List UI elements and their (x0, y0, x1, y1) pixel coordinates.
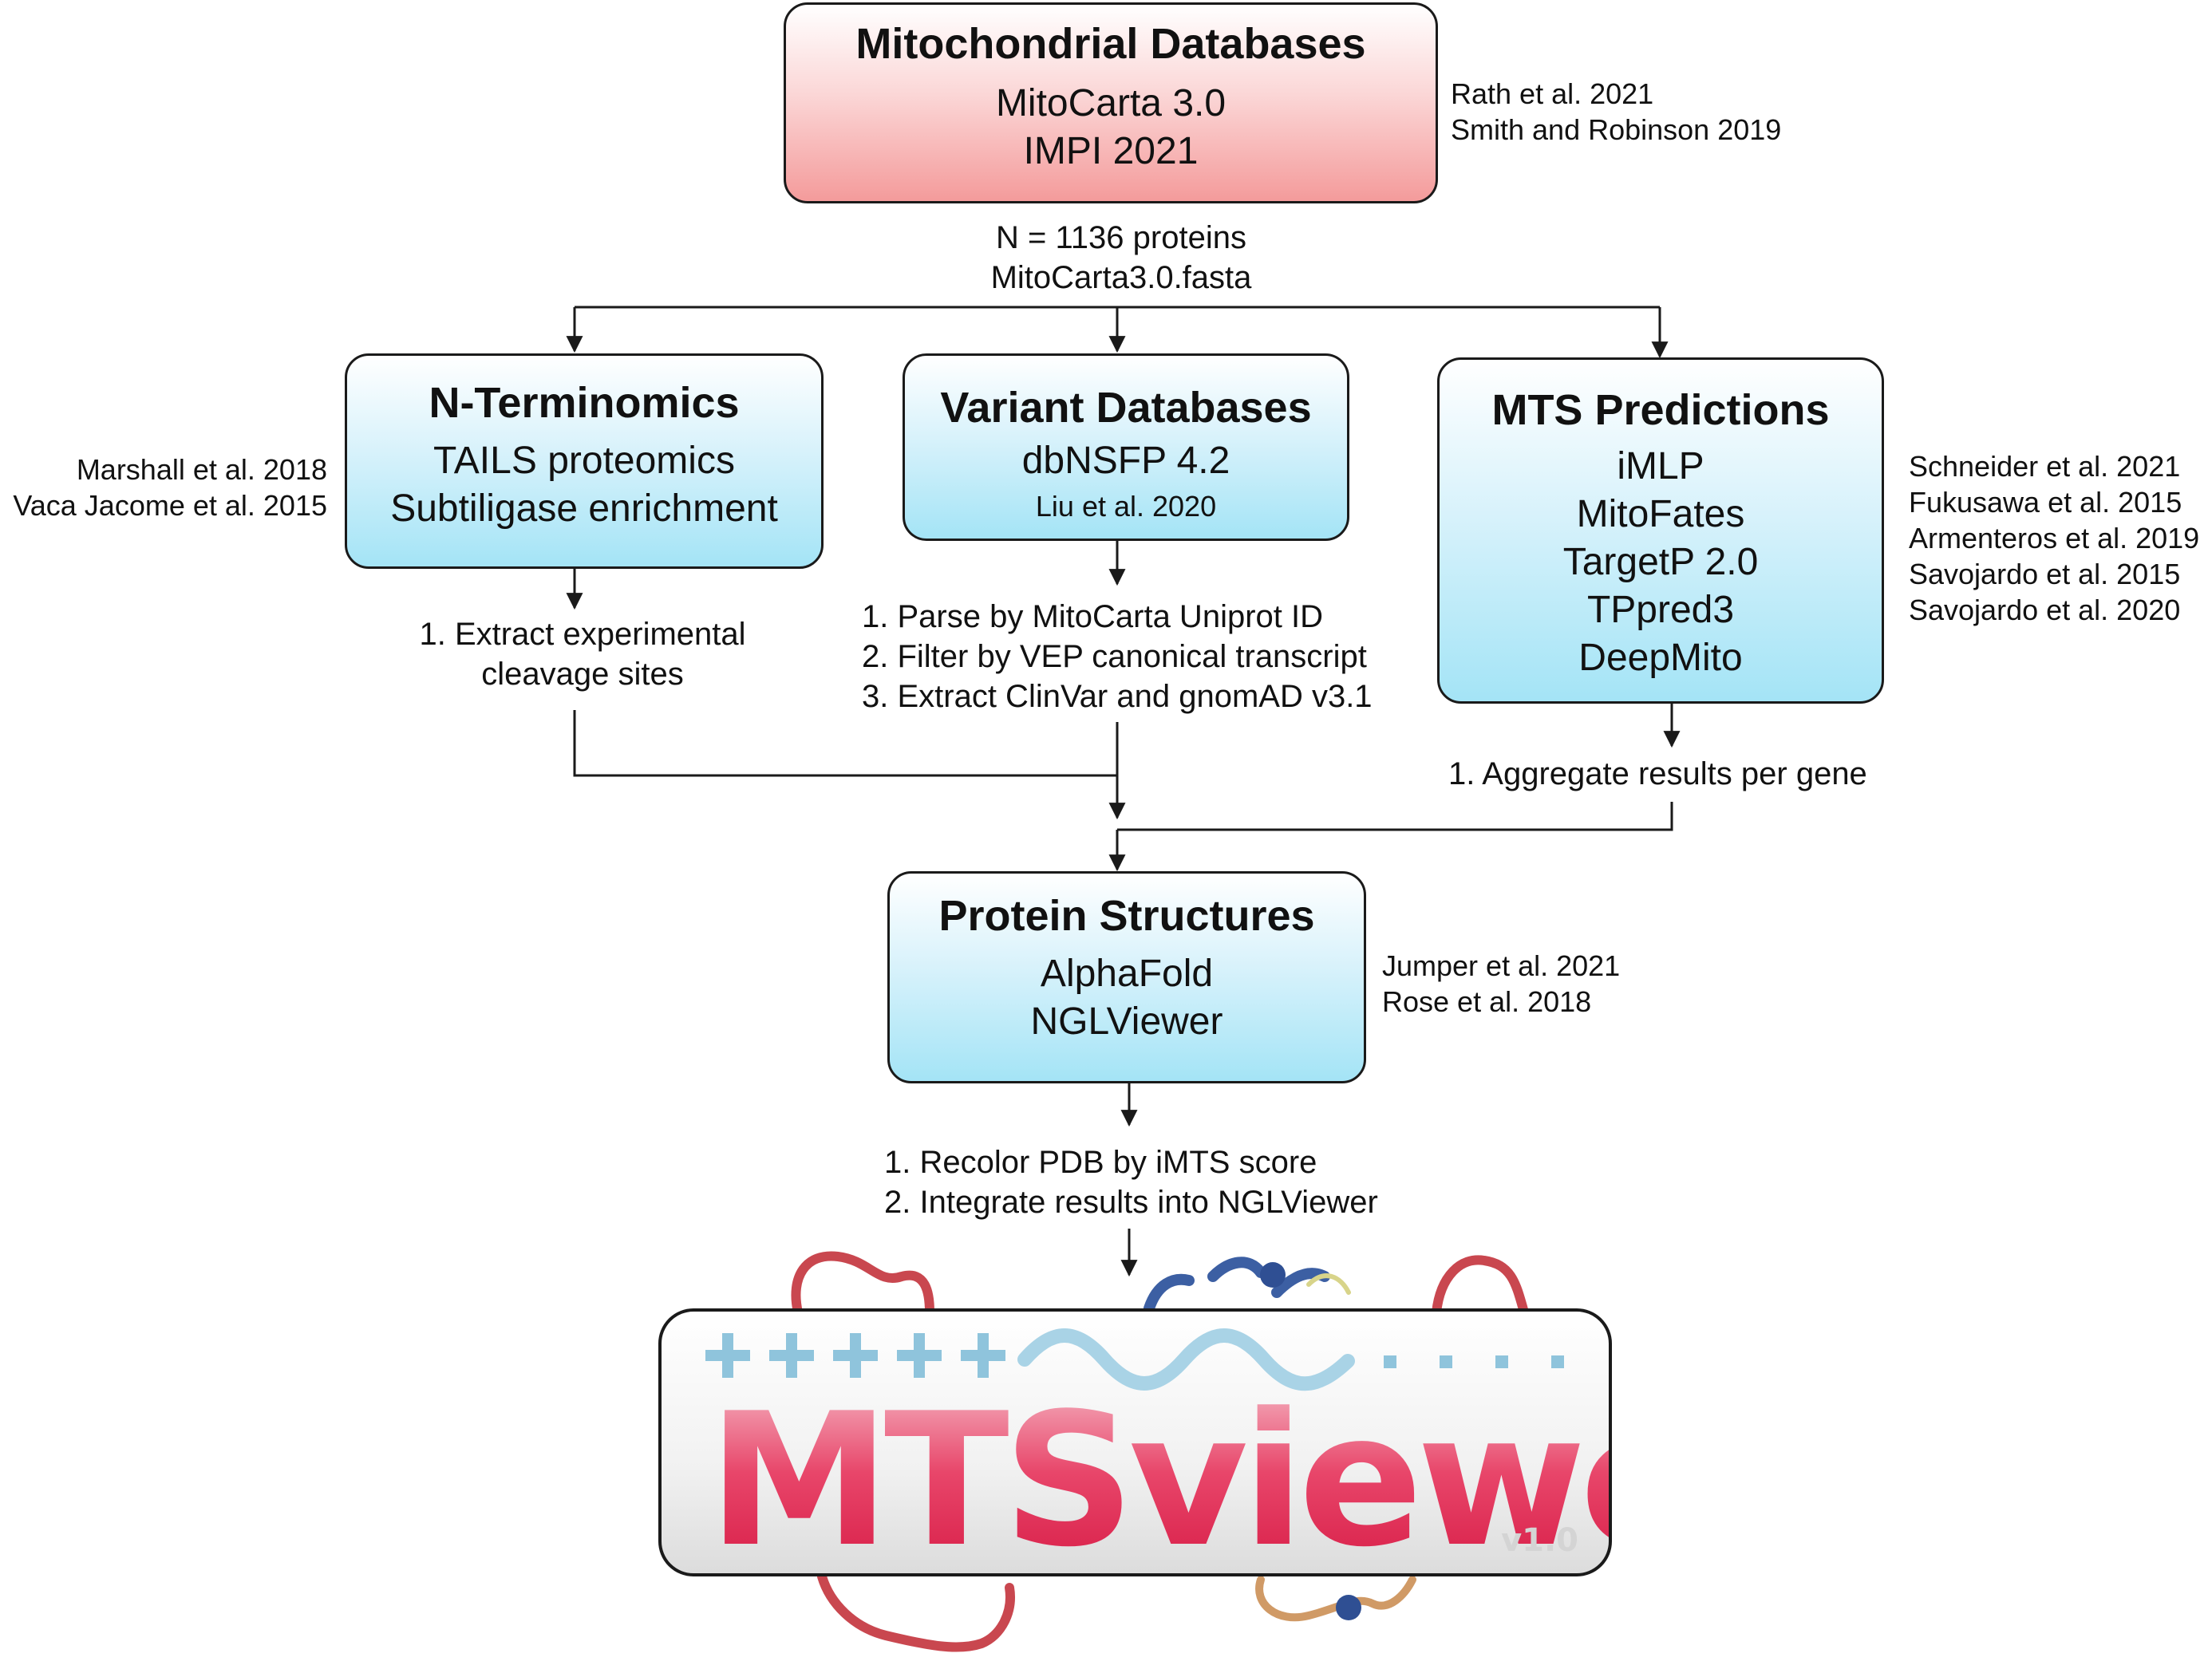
structures-citations: Jumper et al. 2021 Rose et al. 2018 (1382, 948, 1620, 1020)
mts-tool: MitoFates (1576, 493, 1745, 536)
mts-tool: TargetP 2.0 (1562, 541, 1759, 584)
mts-tool: DeepMito (1578, 637, 1743, 680)
step: 1. Parse by MitoCarta Uniprot ID (862, 599, 1323, 634)
ribbon-atom (1260, 1262, 1286, 1288)
fasta-file: MitoCarta3.0.fasta (990, 260, 1252, 295)
plus-icon (897, 1333, 942, 1378)
variant-databases-box: Variant Databases dbNSFP 4.2 Liu et al. … (903, 353, 1349, 541)
structures-item: AlphaFold (1040, 953, 1214, 996)
mts-citations: Schneider et al. 2021 Fukusawa et al. 20… (1909, 448, 2199, 628)
structures-steps: 1. Recolor PDB by iMTS score 2. Integrat… (884, 1142, 1378, 1222)
citation: Fukusawa et al. 2015 (1909, 486, 2182, 519)
input-note: N = 1136 proteins MitoCarta3.0.fasta (962, 218, 1281, 298)
dot-icon (1551, 1355, 1564, 1368)
ribbon-helix-top (1144, 1257, 1330, 1314)
citation: Savojardo et al. 2015 (1909, 558, 2181, 590)
dot-icon (1384, 1355, 1396, 1368)
databases-citations: Rath et al. 2021 Smith and Robinson 2019 (1451, 76, 1781, 148)
step: 1. Recolor PDB by iMTS score (884, 1145, 1317, 1180)
citation: Armenteros et al. 2019 (1909, 522, 2200, 554)
citation: Savojardo et al. 2020 (1909, 594, 2181, 626)
step: 1. Extract experimental (419, 617, 746, 652)
mts-merge-line (1117, 802, 1673, 831)
plus-icon (769, 1333, 814, 1378)
nterm-citations: Marshall et al. 2018 Vaca Jacome et al. … (0, 452, 327, 523)
variant-item: dbNSFP 4.2 (1021, 440, 1230, 483)
plus-icon (961, 1333, 1005, 1378)
ribbon-strand-bottom-left (817, 1572, 1015, 1652)
nterm-steps: 1. Extract experimental cleavage sites (367, 614, 798, 694)
ribbon-coil-top (1306, 1273, 1351, 1295)
databases-title: Mitochondrial Databases (855, 20, 1366, 68)
logo-decoration (705, 1328, 1564, 1391)
nterm-merge-line (573, 710, 1117, 777)
mts-predictions-box: MTS Predictions iMLP MitoFates TargetP 2… (1437, 357, 1884, 704)
logo-version: v1.0 (1501, 1522, 1578, 1559)
dot-icon (1495, 1355, 1508, 1368)
structures-item: NGLViewer (1030, 1000, 1223, 1044)
logo-wordmark: MTSviewer (708, 1390, 1609, 1573)
mtsviewer-logo: MTSviewer v1.0 (658, 1308, 1612, 1576)
mts-tool: TPpred3 (1586, 589, 1735, 632)
ribbon-strand-right (1432, 1255, 1529, 1317)
databases-item: MitoCarta 3.0 (995, 82, 1226, 125)
protein-structures-box: Protein Structures AlphaFold NGLViewer (887, 871, 1366, 1083)
protein-count: N = 1136 proteins (996, 220, 1246, 255)
databases-item: IMPI 2021 (1023, 130, 1199, 173)
variant-steps: 1. Parse by MitoCarta Uniprot ID 2. Filt… (862, 597, 1373, 716)
mts-tool: iMLP (1617, 445, 1704, 488)
step: 3. Extract ClinVar and gnomAD v3.1 (862, 679, 1373, 714)
step: 2. Filter by VEP canonical transcript (862, 639, 1367, 674)
variant-title: Variant Databases (940, 384, 1312, 432)
nterm-item: Subtiligase enrichment (390, 487, 778, 531)
ribbon-strand-bottom-right (1255, 1576, 1416, 1622)
citation: Smith and Robinson 2019 (1451, 113, 1782, 146)
mitochondrial-databases-box: Mitochondrial Databases MitoCarta 3.0 IM… (784, 2, 1438, 203)
wave-helix-icon (1017, 1328, 1355, 1391)
nterm-title: N-Terminomics (429, 379, 740, 427)
plus-icon (833, 1333, 878, 1378)
citation: Jumper et al. 2021 (1382, 949, 1621, 982)
plus-icon (705, 1333, 750, 1378)
mts-steps: 1. Aggregate results per gene (1448, 754, 1867, 794)
citation: Marshall et al. 2018 (76, 453, 327, 486)
step: 1. Aggregate results per gene (1448, 756, 1867, 791)
step: cleavage sites (481, 657, 684, 692)
mts-title: MTS Predictions (1491, 386, 1830, 434)
citation: Vaca Jacome et al. 2015 (13, 489, 327, 522)
structures-title: Protein Structures (938, 892, 1315, 940)
variant-citation: Liu et al. 2020 (1035, 490, 1217, 523)
ribbon-strand-left (791, 1251, 934, 1317)
n-terminomics-box: N-Terminomics TAILS proteomics Subtiliga… (345, 353, 824, 569)
citation: Rath et al. 2021 (1451, 77, 1654, 110)
step: 2. Integrate results into NGLViewer (884, 1185, 1378, 1220)
citation: Rose et al. 2018 (1382, 985, 1592, 1018)
ribbon-atom (1336, 1595, 1361, 1620)
nterm-item: TAILS proteomics (433, 440, 735, 483)
citation: Schneider et al. 2021 (1909, 450, 2181, 483)
dot-icon (1440, 1355, 1452, 1368)
